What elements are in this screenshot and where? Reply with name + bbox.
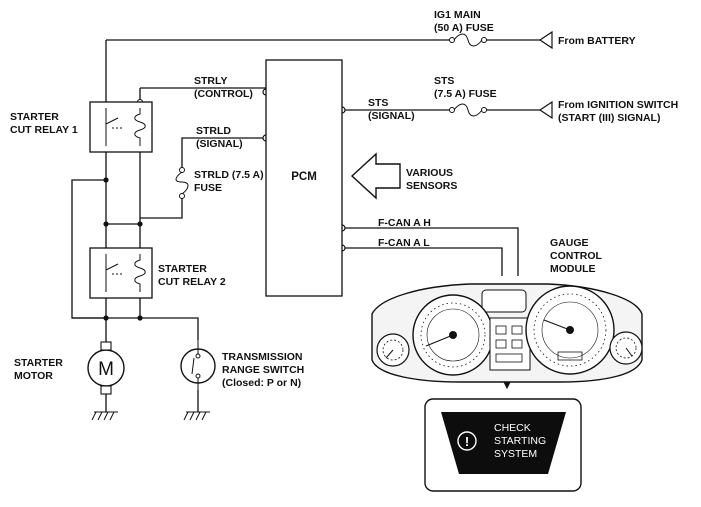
sts-fuse-icon <box>449 103 487 117</box>
pcm-box <box>265 59 343 297</box>
strld-fuse-label-1: STRLD (7.5 A) <box>194 169 264 181</box>
warning-symbol: ! <box>465 434 469 449</box>
gauge-control-module-cluster <box>371 283 643 383</box>
starter-cut-relay-2-symbol <box>89 247 153 299</box>
fcan-l-label: F-CAN A L <box>378 237 430 249</box>
ground-icon <box>91 411 118 421</box>
gauge-module-label-3: MODULE <box>550 263 596 275</box>
sts-fuse-label-1: STS <box>434 75 454 87</box>
warning-icon <box>457 431 477 451</box>
relay1-label-2: CUT RELAY 1 <box>10 124 78 136</box>
starter-motor-label-2: MOTOR <box>14 370 53 382</box>
junction-dots <box>103 177 143 321</box>
strld-label-1: STRLD <box>196 125 231 137</box>
check-message-line1: CHECK <box>494 422 531 434</box>
motor-symbol: M <box>98 359 114 380</box>
ig1-fuse-label-2: (50 A) FUSE <box>434 22 494 34</box>
ground-icon <box>183 411 210 421</box>
from-ignition-label-1: From IGNITION SWITCH <box>558 99 678 111</box>
from-ignition-label-2: (START (III) SIGNAL) <box>558 112 660 124</box>
gauge-module-label-1: GAUGE <box>550 237 589 249</box>
relay2-label-1: STARTER <box>158 263 207 275</box>
check-message-line3: SYSTEM <box>494 448 537 460</box>
ig1-main-fuse-icon <box>449 33 487 47</box>
pcm-label: PCM <box>291 171 317 183</box>
ig1-fuse-label-1: IG1 MAIN <box>434 9 481 21</box>
various-sensors-label-1: VARIOUS <box>406 167 453 179</box>
wiring <box>71 39 540 412</box>
ignition-connector-icon <box>538 100 553 120</box>
trans-switch-label-1: TRANSMISSION <box>222 351 303 363</box>
starter-cut-relay-1-symbol <box>89 101 153 153</box>
strld-fuse-label-2: FUSE <box>194 182 222 194</box>
various-sensors-arrow-icon <box>350 152 401 200</box>
fcan-h-label: F-CAN A H <box>378 217 431 229</box>
sts-signal-label-1: STS <box>368 97 388 109</box>
battery-connector-icon <box>538 30 553 50</box>
trans-switch-label-2: RANGE SWITCH <box>222 364 304 376</box>
gauge-module-label-2: CONTROL <box>550 250 602 262</box>
starter-motor-label-1: STARTER <box>14 357 63 369</box>
sts-signal-label-2: (SIGNAL) <box>368 110 415 122</box>
trans-switch-label-3: (Closed: P or N) <box>222 377 301 389</box>
transmission-range-switch-icon <box>180 340 216 390</box>
relay2-label-2: CUT RELAY 2 <box>158 276 226 288</box>
various-sensors-label-2: SENSORS <box>406 180 457 192</box>
strld-fuse-icon <box>175 167 189 199</box>
sts-fuse-label-2: (7.5 A) FUSE <box>434 88 497 100</box>
check-starting-system-display: ! CHECK STARTING SYSTEM <box>424 398 582 492</box>
strly-label-1: STRLY <box>194 75 227 87</box>
relay1-label-1: STARTER <box>10 111 59 123</box>
strly-label-2: (CONTROL) <box>194 88 253 100</box>
from-battery-label: From BATTERY <box>558 35 636 47</box>
strld-label-2: (SIGNAL) <box>196 138 243 150</box>
check-message-line2: STARTING <box>494 435 546 447</box>
